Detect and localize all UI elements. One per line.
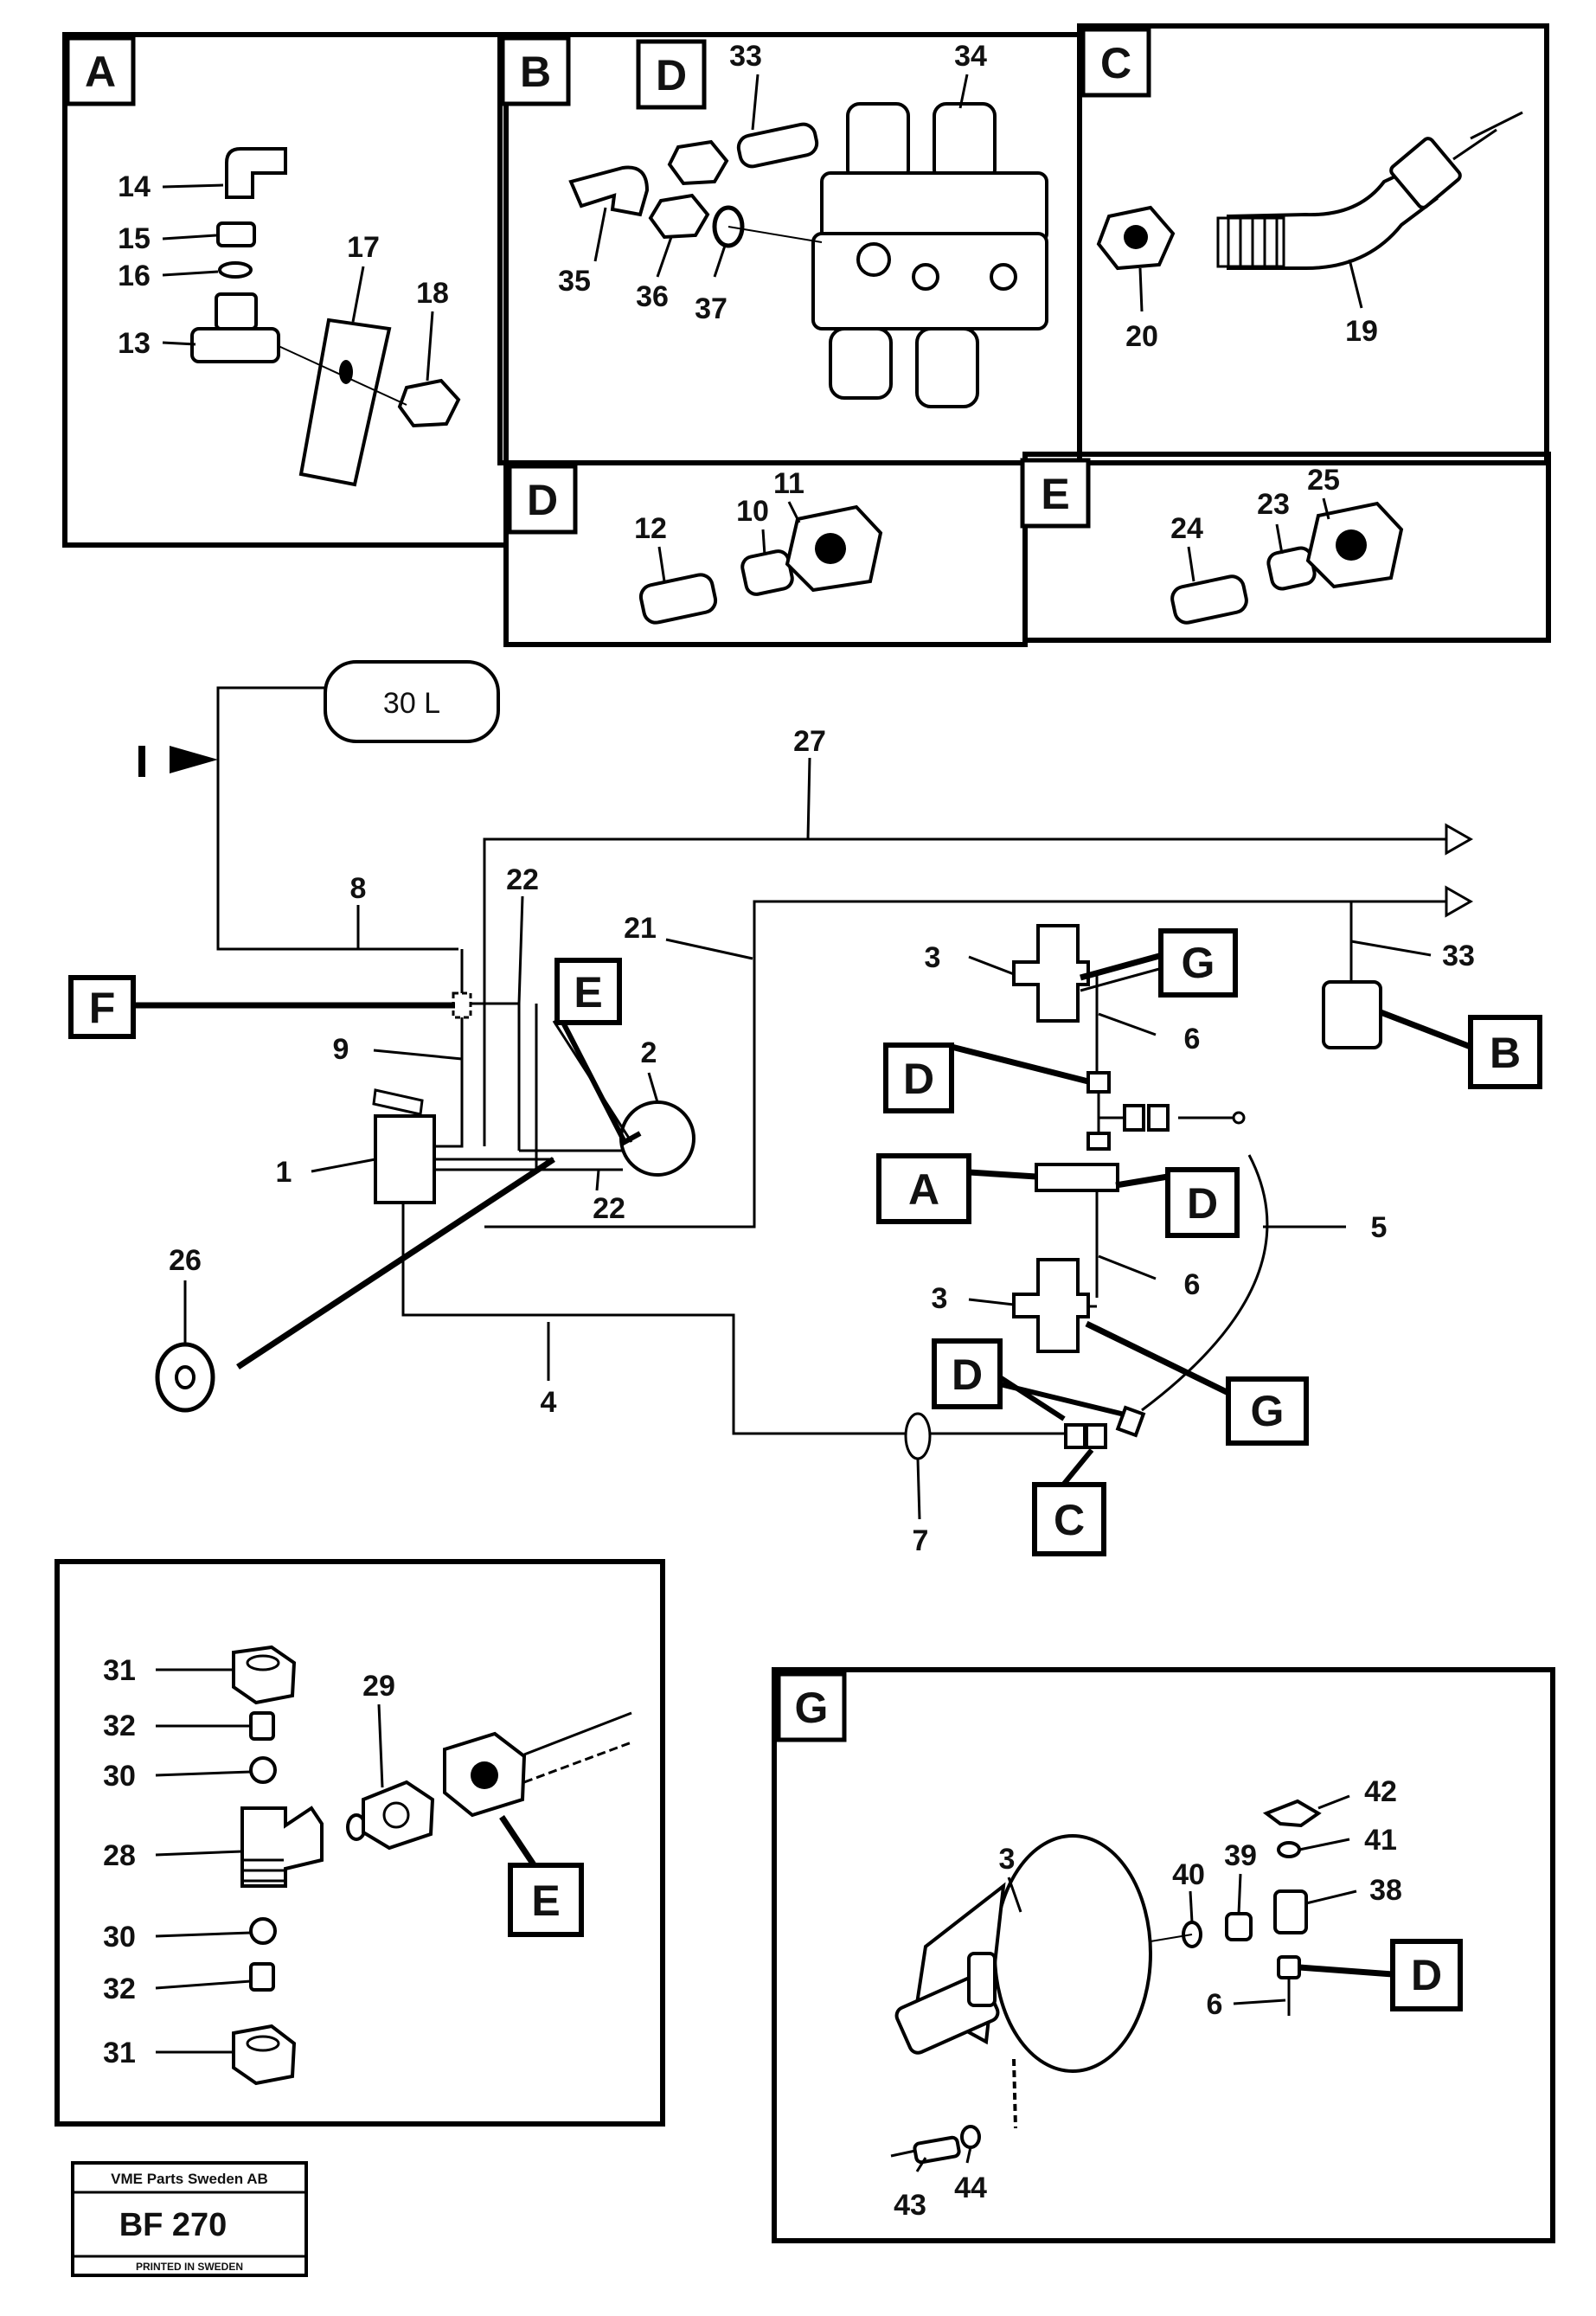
callout-letter: E: [574, 968, 602, 1017]
part-label: 10: [736, 495, 769, 528]
part-label: 31: [103, 1654, 136, 1687]
callout-letter: G: [1182, 939, 1215, 987]
part-label: 33: [1442, 940, 1475, 972]
part-label: 42: [1364, 1775, 1397, 1808]
panel-a-letter: A: [85, 48, 116, 96]
part-label: 6: [1184, 1023, 1201, 1055]
part-label: 3: [932, 1282, 948, 1315]
callout-letter: F: [89, 984, 116, 1032]
part-label: 12: [634, 512, 667, 545]
part-label: 20: [1125, 320, 1158, 353]
part-label: 32: [103, 1710, 136, 1742]
footer-company: VME Parts Sweden AB: [111, 2171, 268, 2187]
callout-letter: C: [1054, 1496, 1085, 1544]
part-label: 6: [1184, 1268, 1201, 1301]
part-label: 22: [593, 1192, 625, 1225]
part-label: 30: [103, 1760, 136, 1793]
part-label: 11: [773, 467, 804, 500]
tank-label: 30 L: [383, 687, 440, 720]
part-label: 36: [636, 280, 669, 313]
footer-printed: PRINTED IN SWEDEN: [136, 2261, 243, 2273]
callout-letter: D: [952, 1350, 983, 1399]
panel-e-letter: E: [1041, 470, 1069, 518]
part-label: 14: [118, 170, 151, 203]
part-label: 43: [894, 2189, 926, 2222]
part-label: 15: [118, 222, 151, 255]
footer-code: BF 270: [119, 2207, 228, 2243]
part-label: 6: [1207, 1988, 1223, 2021]
part-label: 3: [999, 1843, 1016, 1876]
panel-b-letter: B: [520, 48, 551, 96]
callout-letter: E: [531, 1877, 560, 1925]
callout-letter: D: [1187, 1179, 1218, 1228]
callout-letter: B: [1490, 1029, 1521, 1077]
panel-b: B D 33 34 35: [497, 32, 1082, 465]
panel-g: G D 3 40 39 42 41: [772, 1667, 1555, 2243]
part-label: 7: [913, 1524, 929, 1557]
part-label: 13: [118, 327, 151, 360]
panel-a: A 14 15 16 17 18 13: [62, 32, 509, 548]
part-label: 3: [925, 941, 941, 974]
part-label: 40: [1172, 1858, 1205, 1891]
footer-stamp: VME Parts Sweden AB BF 270 PRINTED IN SW…: [71, 2161, 308, 2277]
schematic: [138, 660, 1474, 1460]
panel-d-letter: D: [527, 476, 558, 524]
part-label: 5: [1371, 1211, 1388, 1244]
callout-letter: D: [1411, 1951, 1442, 1999]
part-label: 35: [558, 265, 591, 298]
panel-d: D 12 10 11: [503, 460, 1028, 647]
part-label: 29: [362, 1670, 395, 1703]
panel-fitting-detail: E 31 32 30 28 29 30 32 31: [54, 1559, 665, 2127]
part-label: 28: [103, 1839, 136, 1872]
panel-e: E 24 23 25: [1020, 452, 1551, 643]
callout-boxes: F E G B D A D G D C: [68, 928, 1542, 1556]
part-label: 21: [624, 912, 657, 945]
part-label: 32: [103, 1973, 136, 2005]
four-circuit-valve: [811, 102, 1048, 408]
part-label: 31: [103, 2037, 136, 2069]
panel-c-letter: C: [1100, 39, 1131, 87]
callout-pointers: [130, 953, 1472, 1485]
part-label: 19: [1345, 315, 1378, 348]
part-label: 1: [276, 1156, 292, 1189]
part-label: 34: [954, 40, 987, 73]
part-label: 27: [793, 725, 826, 758]
part-label: 18: [416, 277, 449, 310]
part-label: 24: [1170, 512, 1203, 545]
part-label: 25: [1307, 464, 1340, 497]
schematic-labels: 30 L 27 8 22 21 33 3 6 2 9 1 22 5 26 3 6…: [169, 687, 1475, 1557]
callout-letter: A: [908, 1165, 939, 1214]
part-label: 30: [103, 1921, 136, 1954]
part-label: 2: [641, 1036, 657, 1069]
part-label: 39: [1224, 1839, 1257, 1872]
part-label: 44: [954, 2172, 987, 2204]
part-label: 23: [1257, 488, 1290, 521]
part-label: 41: [1364, 1824, 1397, 1857]
part-label: 26: [169, 1244, 202, 1277]
panel-c: C 20 19: [1077, 23, 1549, 465]
part-label: 22: [506, 863, 539, 896]
part-label: 33: [729, 40, 762, 73]
panel-b-inset-letter: D: [656, 51, 687, 99]
part-label: 4: [541, 1386, 557, 1419]
part-label: 17: [347, 231, 380, 264]
part-label: 9: [333, 1033, 349, 1066]
callout-letter: D: [903, 1055, 934, 1103]
part-label: 16: [118, 260, 151, 292]
panel-g-letter: G: [795, 1684, 829, 1732]
part-label: 8: [350, 872, 367, 905]
part-label: 38: [1369, 1874, 1402, 1907]
callout-letter: G: [1251, 1387, 1285, 1435]
number-leaders: [183, 757, 1432, 1520]
part-label: 37: [695, 292, 727, 325]
